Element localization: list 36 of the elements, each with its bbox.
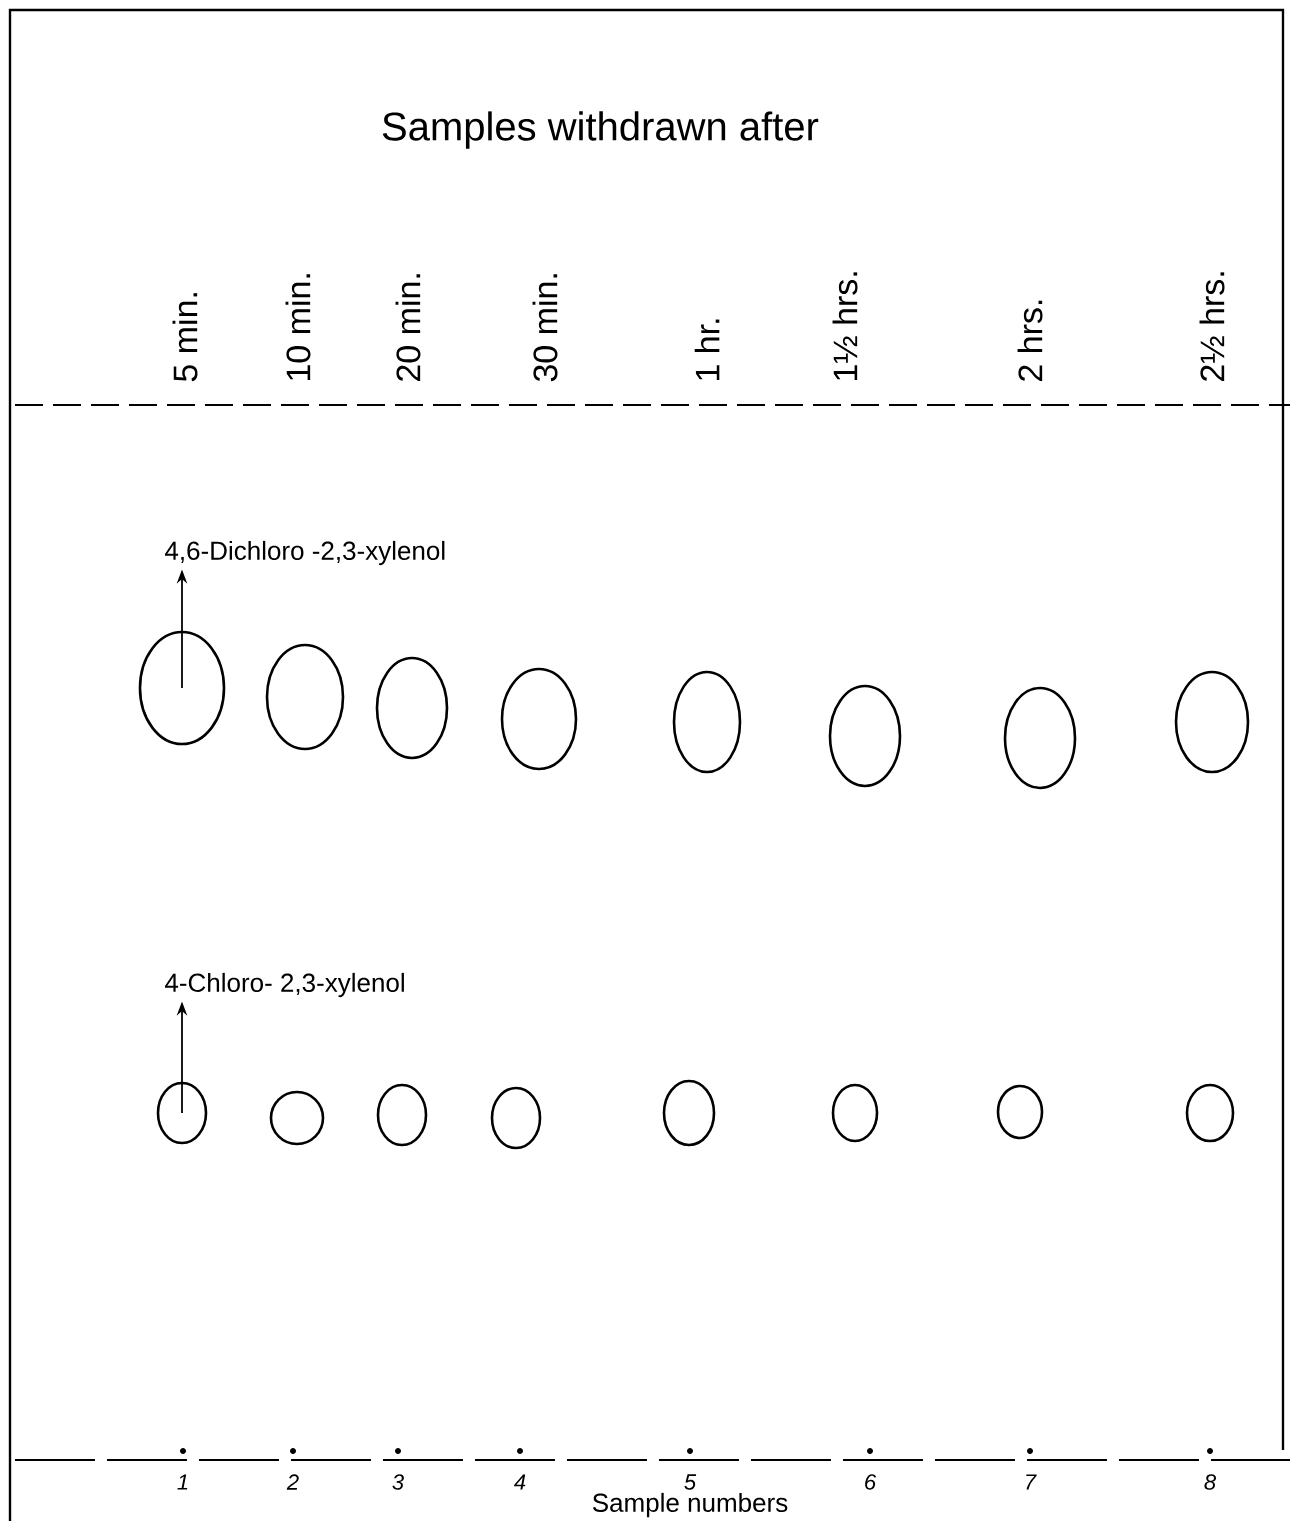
sample-number: 5	[684, 1474, 697, 1490]
spot	[376, 1083, 428, 1147]
compound-label: 4,6-Dichloro -2,3-xylenol	[165, 540, 445, 566]
spot	[265, 643, 345, 751]
spot	[156, 1081, 208, 1145]
time-label: 5 min.	[172, 293, 198, 382]
sample-number: 4	[514, 1474, 526, 1490]
spot	[672, 670, 742, 774]
axis-title: Sample numbers	[592, 1492, 788, 1518]
sample-number: 8	[1204, 1474, 1216, 1490]
time-label: 30 min.	[532, 274, 558, 382]
sample-number: 6	[865, 1474, 877, 1490]
time-label: 1½ hrs.	[832, 272, 858, 380]
spot	[375, 656, 449, 760]
sample-number: 7	[1026, 1474, 1037, 1490]
spot	[996, 1084, 1044, 1140]
time-label: 10 min.	[285, 274, 311, 380]
spot	[1003, 686, 1077, 790]
spot	[1174, 670, 1250, 774]
sample-number: 1	[177, 1474, 188, 1490]
sample-number: 3	[392, 1474, 404, 1490]
time-label: 20 min.	[395, 274, 421, 381]
spot	[828, 684, 902, 788]
time-label: 2½ hrs.	[1199, 272, 1225, 381]
time-label: 2 hrs.	[1017, 300, 1043, 381]
spot	[269, 1090, 325, 1146]
compound-label: 4-Chloro- 2,3-xylenol	[165, 972, 404, 998]
time-label: 1 hr.	[694, 319, 720, 380]
spot	[1185, 1083, 1235, 1143]
spot	[138, 630, 226, 746]
spot	[662, 1079, 716, 1147]
title: Samples withdrawn after	[382, 111, 819, 149]
spot	[500, 667, 578, 771]
spot	[831, 1083, 879, 1143]
spot	[490, 1086, 542, 1150]
sample-number: 2	[286, 1474, 299, 1490]
